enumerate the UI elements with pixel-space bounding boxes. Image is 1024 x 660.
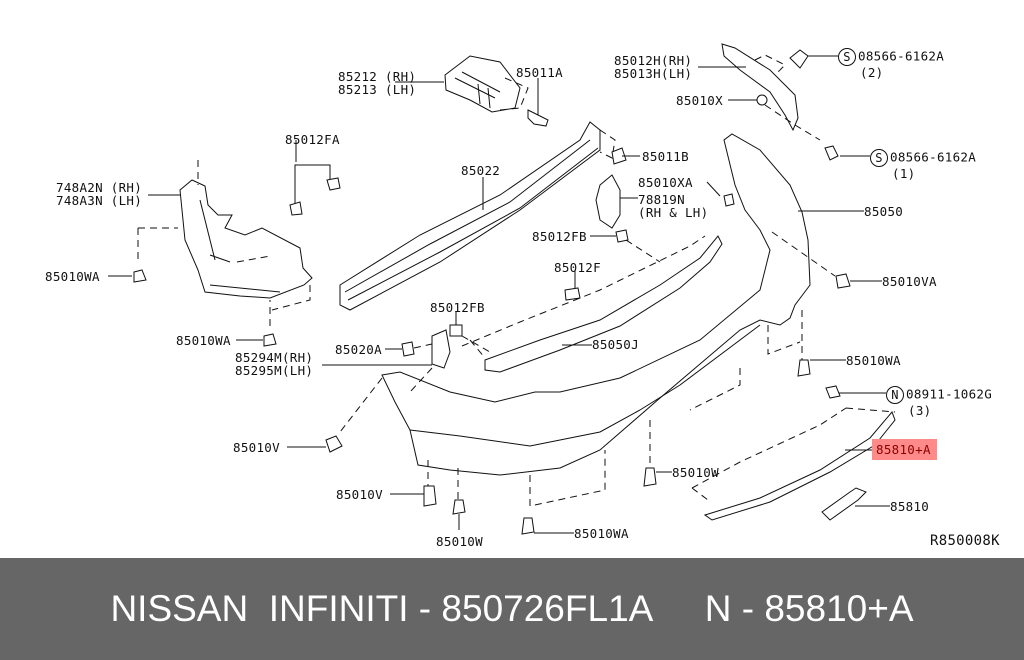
bracket-85212-drawing — [395, 55, 529, 113]
absorber-85050J-drawing — [461, 235, 723, 373]
callout-85010WA-left: 85010WA — [45, 269, 100, 284]
callout-85050J: 85050J — [592, 337, 639, 352]
callout-85020A: 85020A — [335, 342, 382, 357]
callout-85010V-upper: 85010V — [233, 440, 280, 455]
part-info-footer: NISSAN INFINITI - 850726FL1A N - 85810+A — [0, 558, 1024, 660]
callout-85010VA: 85010VA — [882, 274, 937, 289]
callout-85010XA: 85010XA — [638, 175, 693, 190]
callout-85294M: 85294M(RH) 85295M(LH) — [235, 350, 314, 378]
callout-85010WA-right: 85010WA — [846, 353, 901, 368]
bolts-85010V-drawing — [287, 377, 466, 530]
callout-85012FA: 85012FA — [285, 132, 340, 147]
callout-85010W-right: 85010W — [672, 465, 719, 480]
bracket-85810-drawing — [821, 487, 890, 521]
n-symbol-icon: N — [886, 386, 904, 404]
callout-85011A: 85011A — [516, 65, 563, 80]
brand-label: NISSAN INFINITI — [110, 588, 409, 629]
diagram-reference-code: R850008K — [930, 533, 1000, 549]
parts-diagram: 85212 (RH) 85213 (LH) 85011A 85012H(RH) … — [45, 43, 1000, 549]
s-symbol-icon: S — [838, 48, 856, 66]
callout-85010WA-mid: 85010WA — [176, 333, 231, 348]
callout-85810: 85810 — [890, 499, 930, 514]
catalog-number: 850726FL1A — [441, 588, 654, 629]
footer-spacer — [653, 588, 704, 630]
part-prefix: N — [704, 588, 732, 629]
callout-85012F: 85012F — [554, 260, 601, 275]
callout-85010V-lower: 85010V — [336, 487, 383, 502]
callout-85022: 85022 — [461, 163, 501, 178]
callout-85011B: 85011B — [642, 149, 689, 164]
callout-748A2N: 748A2N (RH) 748A3N (LH) — [56, 180, 143, 208]
moulding-85810A-drawing — [691, 385, 896, 521]
s-symbol-icon: S — [870, 149, 888, 167]
callout-85010W-lower: 85010W — [436, 534, 483, 549]
brand-separator: - — [408, 588, 442, 629]
part-separator: - — [731, 588, 765, 629]
strip-85012H-drawing — [698, 43, 870, 161]
reinforcement-85022-drawing — [339, 121, 640, 311]
exploded-view-drawing — [108, 43, 896, 535]
callout-85212: 85212 (RH) 85213 (LH) — [338, 69, 417, 97]
fascia-85050-drawing — [381, 133, 882, 507]
callout-85050: 85050 — [864, 204, 904, 219]
clips-drawing — [449, 229, 661, 353]
callout-85012H: 85012H(RH) 85013H(LH) — [614, 53, 693, 81]
fasteners-bottom-drawing — [521, 359, 846, 535]
callout-85010X: 85010X — [676, 93, 723, 108]
callout-85012FB-lower: 85012FB — [430, 300, 485, 315]
part-number: 85810+A — [764, 588, 914, 629]
pad-78819N-drawing — [595, 174, 638, 229]
callout-78819N: 78819N (RH & LH) — [638, 192, 709, 220]
callout-85010WA-bottom: 85010WA — [574, 526, 629, 541]
bracket-85294M-drawing — [322, 329, 451, 393]
bolt-85011A-drawing — [527, 78, 549, 127]
callout-85012FB-upper: 85012FB — [532, 229, 587, 244]
callout-85810A-highlighted[interactable]: 85810+A — [872, 439, 937, 460]
bracket-748A2N-drawing — [108, 140, 341, 347]
